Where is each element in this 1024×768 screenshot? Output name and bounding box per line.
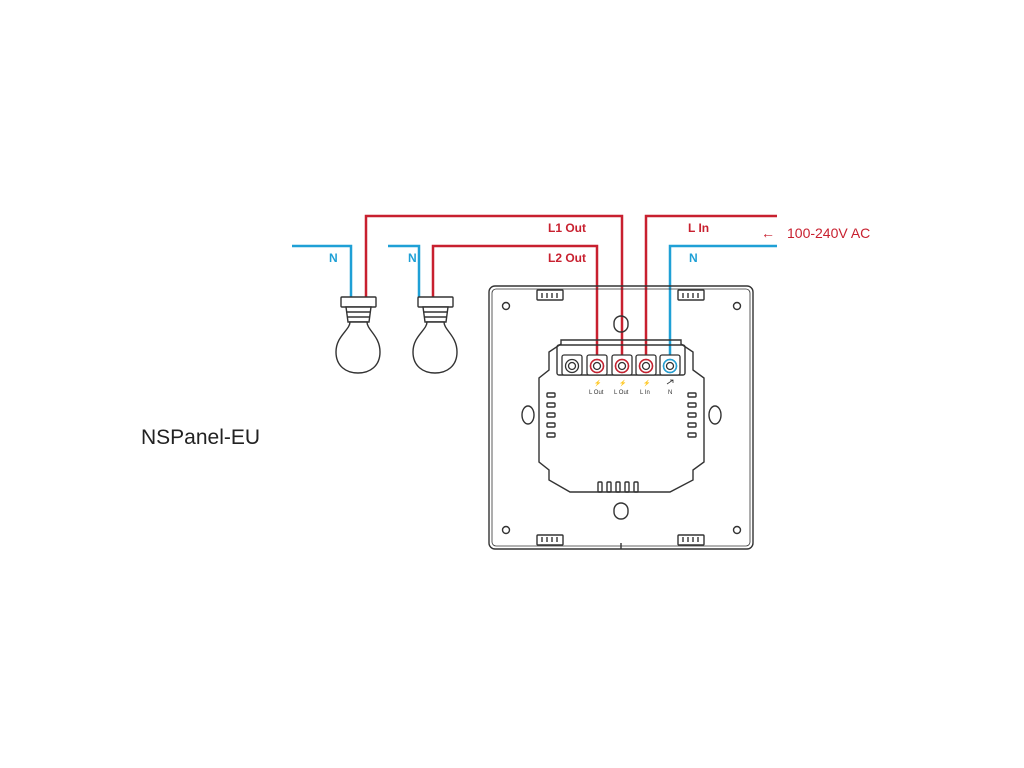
terminal-5-label: N	[668, 390, 672, 396]
n-lamp1-label: N	[329, 251, 338, 265]
clip-bottom-left	[536, 534, 564, 546]
side-hole-right	[708, 405, 722, 425]
neutral-wires	[292, 244, 777, 362]
clip-top-left	[536, 289, 564, 301]
screw-hole-bl	[501, 525, 511, 535]
n-lamp2-wire	[388, 244, 421, 300]
terminal-5-neutral-icon	[666, 379, 674, 385]
side-fins-left	[546, 392, 556, 438]
n-main-label: N	[689, 251, 698, 265]
bottom-slot	[613, 502, 629, 520]
screw-hole-br	[732, 525, 742, 535]
terminal-4-symbol-icon: ⚡	[643, 379, 650, 387]
supply-arrow-icon: ←	[761, 225, 775, 241]
terminal-3-symbol-icon: ⚡	[619, 379, 626, 387]
supply-label: 100-240V AC	[787, 225, 870, 241]
terminal-2-wire-end	[589, 358, 605, 374]
lamp-1	[335, 296, 381, 374]
n-lamp1-wire	[292, 244, 353, 300]
side-hole-left	[521, 405, 535, 425]
l1-out-label: L1 Out	[548, 221, 586, 235]
clip-top-right	[677, 289, 705, 301]
terminal-4-wire-end	[638, 358, 654, 374]
terminal-2-symbol-icon: ⚡	[594, 379, 601, 387]
l-in-wire	[644, 214, 777, 362]
side-fins-right	[687, 392, 697, 438]
terminal-4-label: L In	[640, 390, 650, 396]
l-in-label: L In	[688, 221, 709, 235]
lamp-2-socket	[422, 306, 449, 323]
lamp-1-socket	[345, 306, 372, 323]
bottom-fins	[597, 481, 639, 493]
terminal-3-wire-end	[614, 358, 630, 374]
top-slot	[613, 315, 629, 333]
lamp-2-bulb-icon	[412, 321, 458, 374]
lamp-2	[412, 296, 458, 374]
screw-hole-tl	[501, 301, 511, 311]
n-main-wire	[668, 244, 777, 362]
lamp-1-cap	[340, 296, 377, 308]
lamp-1-bulb-icon	[335, 321, 381, 374]
l2-out-label: L2 Out	[548, 251, 586, 265]
terminal-3-label: L Out	[614, 390, 629, 396]
l2-out-wire	[431, 244, 599, 362]
lamp-2-cap	[417, 296, 454, 308]
clip-bottom-right	[677, 534, 705, 546]
device-title: NSPanel-EU	[141, 426, 261, 449]
terminal-2-label: L Out	[589, 390, 604, 396]
n-lamp2-label: N	[408, 251, 417, 265]
nspanel-back	[488, 285, 754, 550]
terminal-1	[561, 354, 583, 376]
terminal-housing	[538, 339, 705, 493]
screw-hole-tr	[732, 301, 742, 311]
terminal-5-wire-end	[662, 358, 678, 374]
